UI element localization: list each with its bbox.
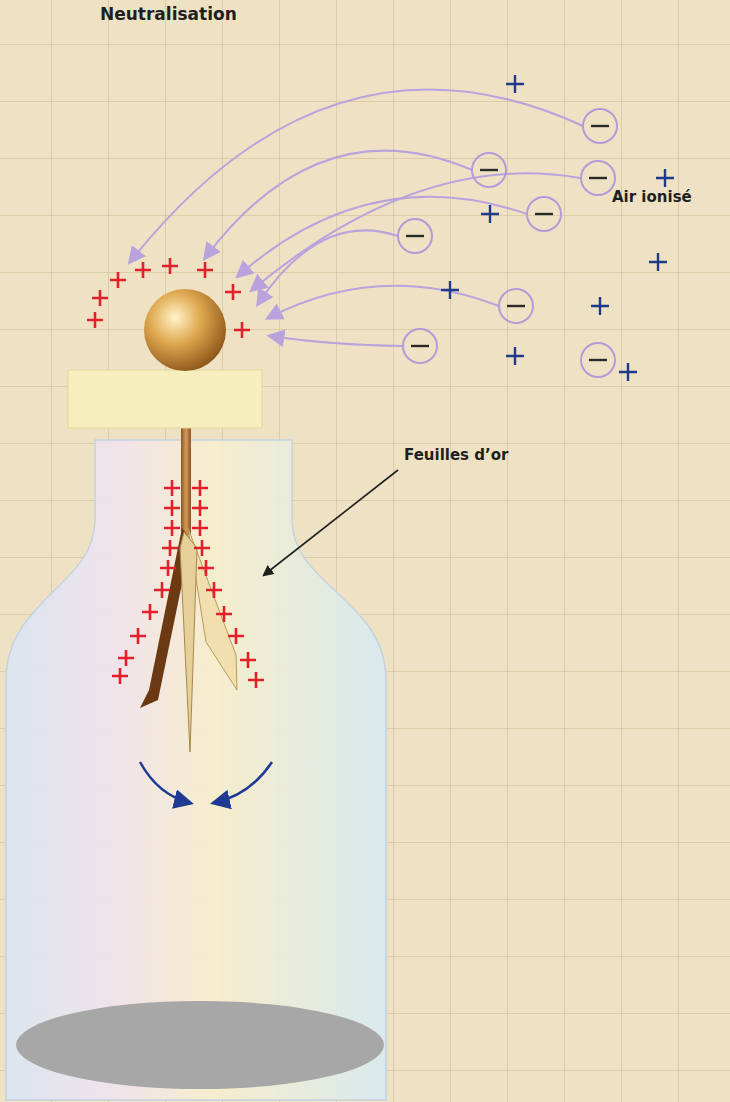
plus-sign [248, 672, 264, 688]
electron [583, 109, 617, 143]
plus-sign [506, 347, 524, 365]
gold-leaf [180, 532, 197, 752]
plus-sign [506, 75, 524, 93]
plus-sign [192, 500, 208, 516]
electron [403, 329, 437, 363]
electron-path [252, 173, 580, 290]
plus-sign [216, 606, 232, 622]
motion-arrow [140, 762, 190, 803]
plus-sign [225, 284, 241, 300]
plus-sign [142, 604, 158, 620]
bottle-base [16, 1001, 384, 1089]
plus-sign [198, 560, 214, 576]
motion-arrow [214, 762, 272, 803]
leader-line [264, 470, 398, 575]
plus-sign [160, 560, 176, 576]
electron [398, 219, 432, 253]
electron-path [268, 286, 499, 318]
plus-sign [110, 272, 126, 288]
positive-charges [87, 258, 264, 688]
plus-sign [481, 205, 499, 223]
plus-sign [197, 262, 213, 278]
glass-bottle [6, 440, 386, 1100]
plus-sign [112, 668, 128, 684]
part-label: Feuilles d’or [404, 446, 508, 464]
plus-sign [441, 281, 459, 299]
electron-path [270, 336, 403, 346]
electron-path [130, 89, 583, 262]
plus-sign [164, 480, 180, 496]
plus-sign [87, 312, 103, 328]
plus-sign [649, 253, 667, 271]
figure-heading: Neutralisation [100, 4, 237, 24]
plus-sign [234, 322, 250, 338]
plus-sign [192, 520, 208, 536]
plus-sign [619, 363, 637, 381]
plus-sign [164, 520, 180, 536]
stopper [68, 370, 262, 428]
plus-sign [228, 628, 244, 644]
plus-sign [164, 500, 180, 516]
plus-sign [162, 540, 178, 556]
plus-sign [154, 582, 170, 598]
ionized-air [398, 75, 674, 381]
electron-path [258, 230, 398, 304]
plus-sign [656, 169, 674, 187]
plus-sign [192, 480, 208, 496]
plus-sign [591, 297, 609, 315]
plus-sign [118, 650, 134, 666]
electron-paths [130, 89, 583, 346]
electron-path [238, 197, 527, 276]
plus-sign [194, 540, 210, 556]
plus-sign [130, 628, 146, 644]
plus-sign [162, 258, 178, 274]
electron [527, 197, 561, 231]
electron-path [205, 151, 472, 258]
electron [581, 161, 615, 195]
plus-sign [206, 582, 222, 598]
electron [472, 153, 506, 187]
electron [581, 343, 615, 377]
region-label: Air ionisé [612, 188, 692, 206]
plus-sign [240, 652, 256, 668]
metal-sphere [144, 289, 226, 371]
electron [499, 289, 533, 323]
plus-sign [135, 262, 151, 278]
plus-sign [92, 290, 108, 306]
